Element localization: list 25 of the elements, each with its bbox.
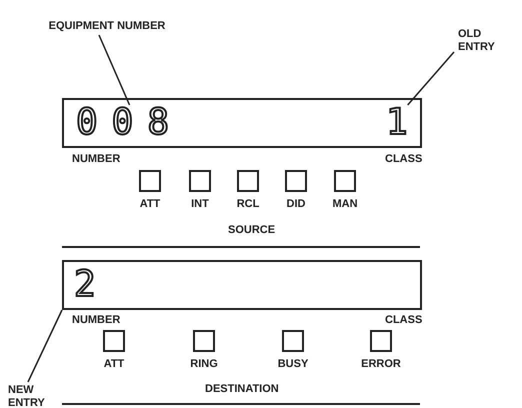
- lamp-label: BUSY: [276, 358, 310, 371]
- panel-label: SOURCE: [228, 224, 276, 237]
- lamp-label: DID: [286, 198, 306, 211]
- lamp-label: MAN: [331, 198, 359, 211]
- panel-label: DESTINATION: [205, 383, 279, 396]
- lamp-label: RCL: [236, 198, 260, 211]
- lamp-label: ATT: [102, 358, 126, 371]
- lamp-label: ERROR: [361, 358, 401, 371]
- lamp-label: RING: [189, 358, 219, 371]
- lamp-label: INT: [190, 198, 210, 211]
- callout-label: OLD ENTRY: [458, 28, 508, 54]
- display-panel: 2: [62, 260, 422, 310]
- leader-line: [407, 52, 455, 106]
- callout-label: NEW ENTRY: [8, 384, 50, 408]
- digit-readout: 008: [76, 105, 184, 141]
- display-panel: [62, 98, 422, 148]
- panel-label: CLASS: [385, 153, 422, 166]
- callout-label: EQUIPMENT NUMBER: [12, 20, 202, 33]
- lamp-label: ATT: [138, 198, 162, 211]
- leader-line: [98, 34, 130, 106]
- panel-label: NUMBER: [72, 314, 120, 327]
- panel-label: NUMBER: [72, 153, 120, 166]
- panel-label: CLASS: [385, 314, 422, 327]
- digit-readout: 1: [386, 105, 408, 141]
- leader-line: [27, 310, 63, 382]
